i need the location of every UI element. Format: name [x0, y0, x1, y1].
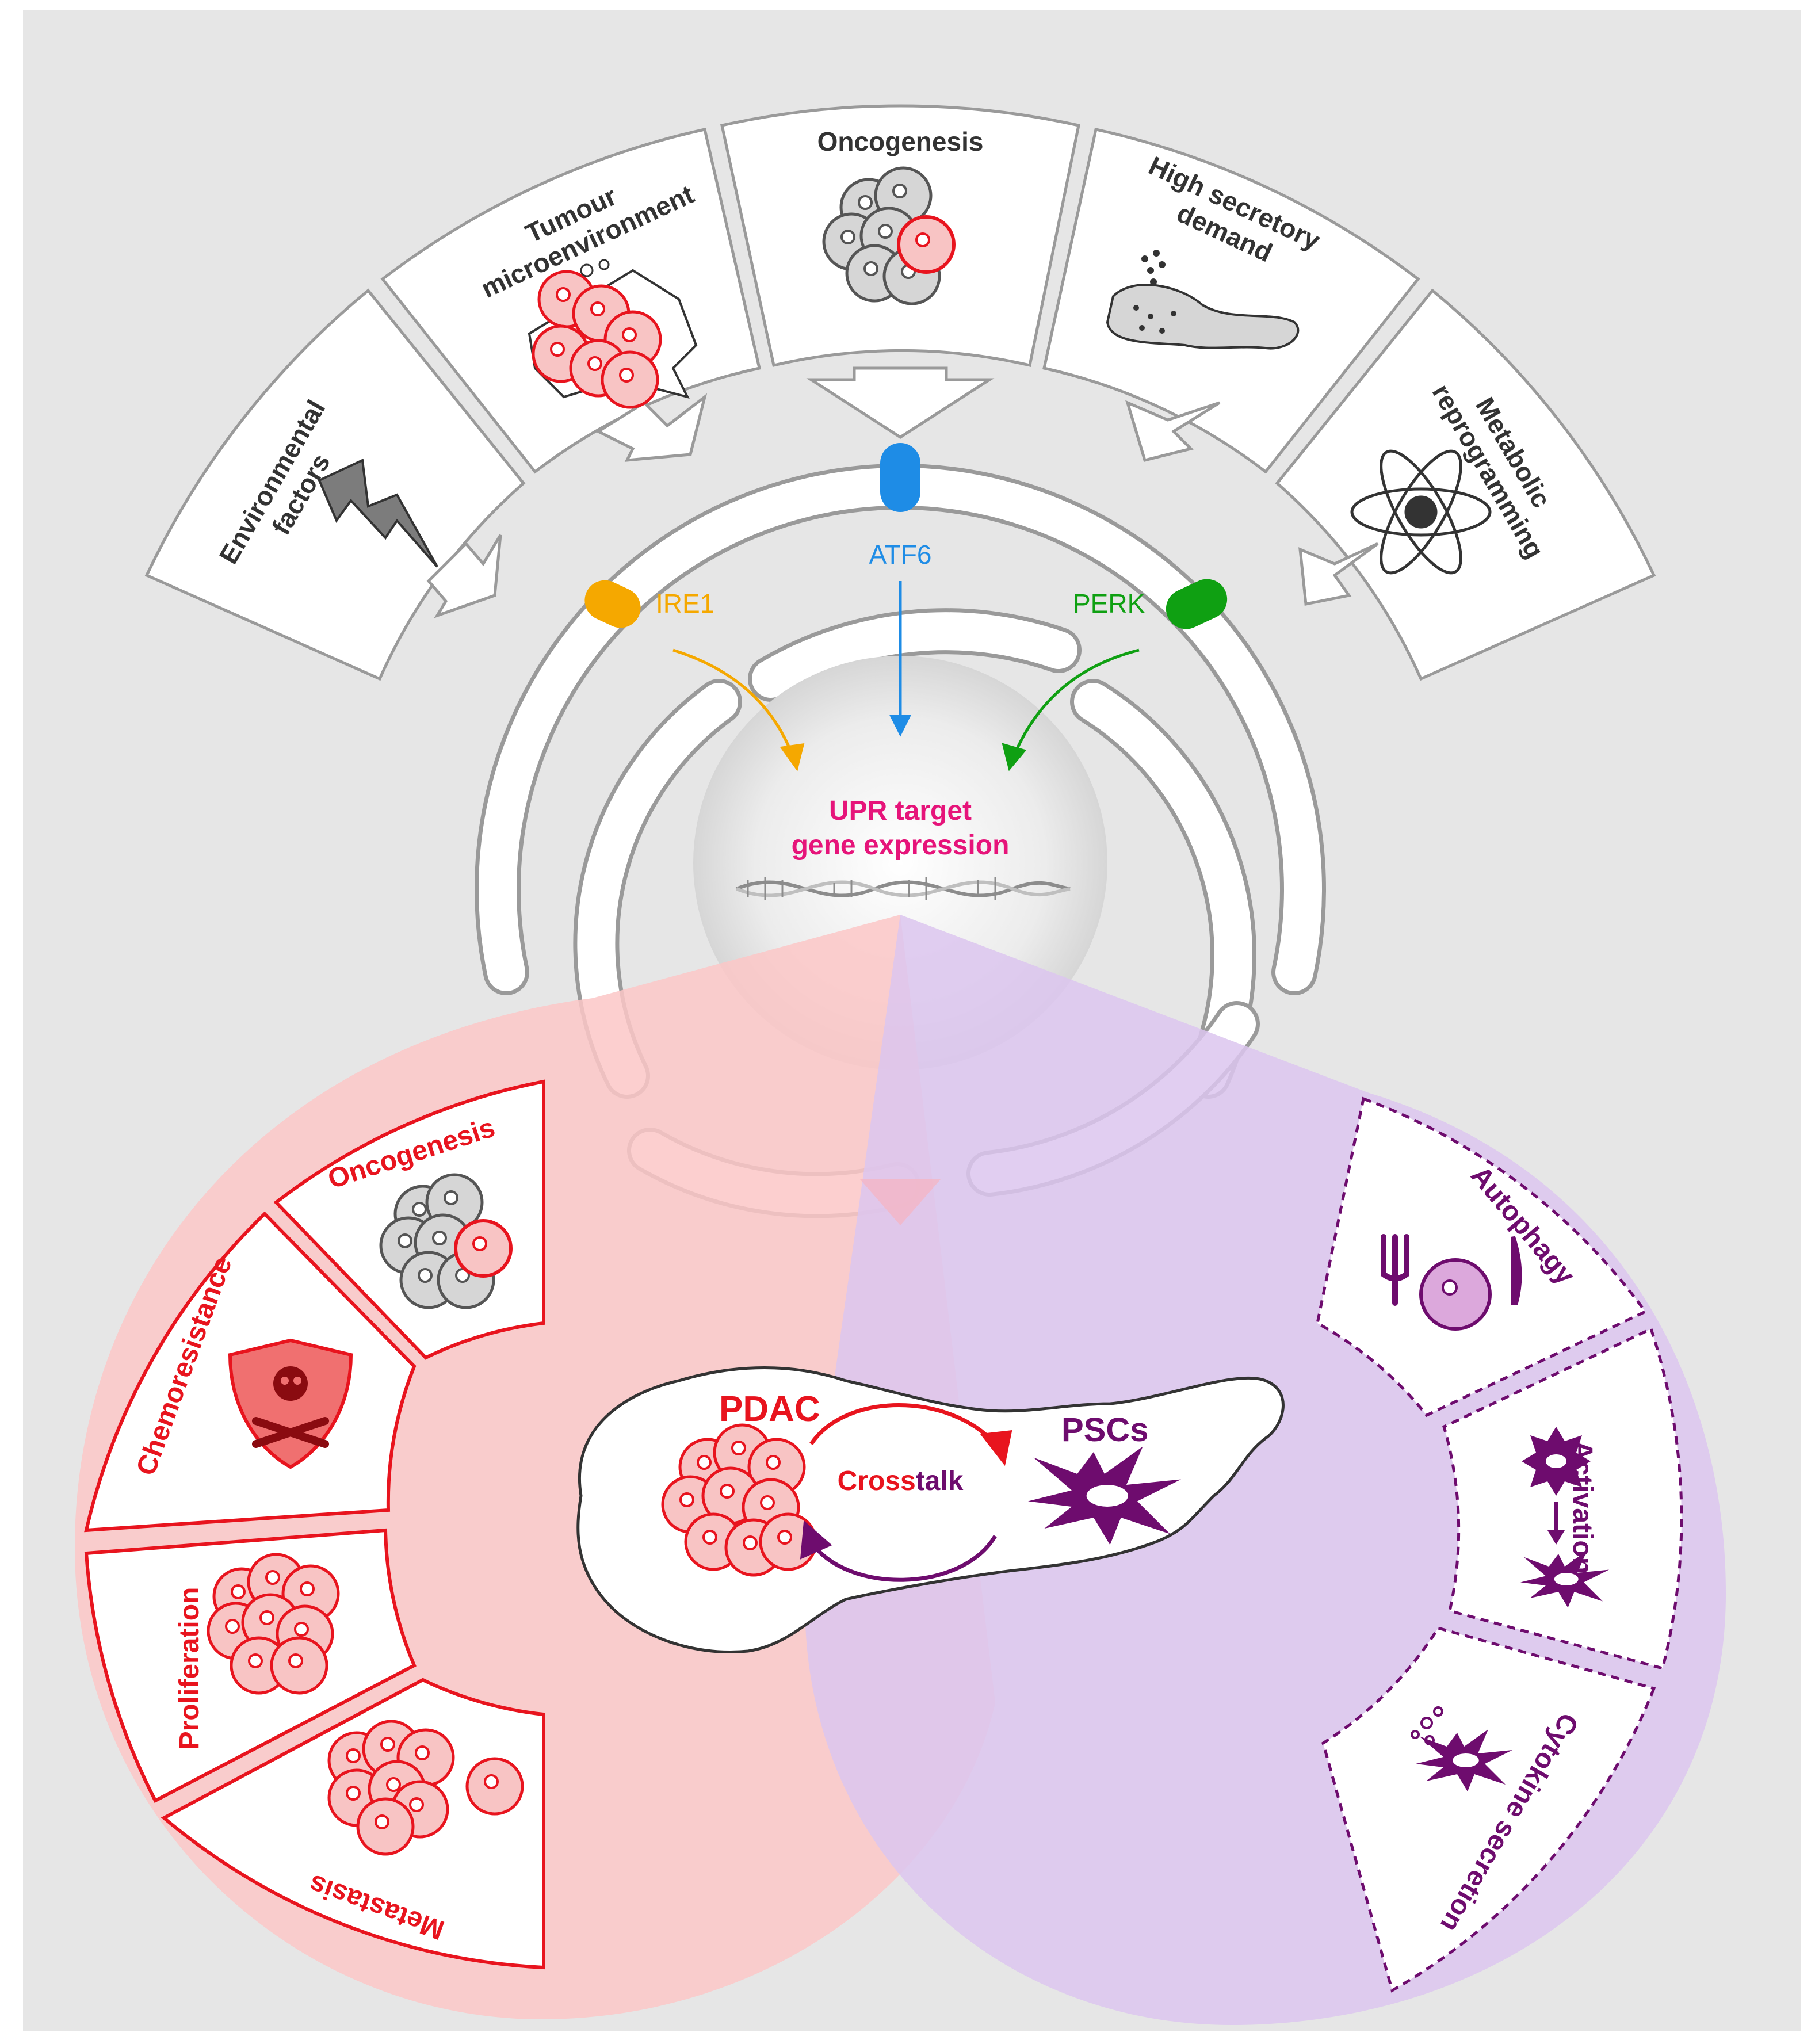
pancreas-outline-icon — [1106, 284, 1300, 350]
pdac-label: PDAC — [719, 1389, 820, 1429]
pancreas-secretory-icon — [1106, 250, 1300, 350]
arrow-environmental — [426, 534, 502, 618]
atom-icon — [1350, 449, 1492, 575]
crosstalk-arrow-red — [809, 1403, 997, 1446]
arrow-metabolic — [1298, 542, 1379, 606]
ire1-label: IRE1 — [656, 589, 714, 618]
fork-plate-knife-icon — [1381, 1234, 1522, 1331]
skull-shield-icon — [228, 1338, 353, 1469]
label-proliferation: Proliferation — [174, 1587, 205, 1750]
psc-segments — [1316, 1096, 1683, 1993]
pathway-arrows — [672, 581, 1140, 771]
crosstalk-arrow-purple — [809, 1535, 997, 1582]
arrow-oncogenesis — [806, 366, 995, 439]
arrow-tumour — [595, 393, 708, 462]
atf6-label: ATF6 — [869, 540, 931, 570]
atf6-sensor — [880, 443, 920, 512]
lightning-icon — [318, 459, 438, 568]
label-oncogenesis-top: Oncogenesis — [817, 127, 984, 156]
core-down-arrow — [860, 1179, 941, 1225]
ire1-arrow — [672, 648, 796, 760]
segment-activation — [1442, 1327, 1683, 1671]
crosstalk-label: Crosstalk — [838, 1466, 964, 1496]
upr-title-line1: UPR target — [829, 796, 972, 826]
stressor-arrows — [426, 366, 1379, 618]
upr-title-line2: gene expression — [792, 830, 1010, 861]
crosstalk-arrows — [800, 1403, 1012, 1582]
perk-sensor — [1166, 579, 1228, 629]
ire1-sensor — [584, 580, 641, 628]
perk-label: PERK — [1073, 589, 1145, 618]
dna-helix-icon — [735, 877, 1071, 900]
cytokine-psc-icon — [1411, 1706, 1512, 1791]
segment-secretory — [1042, 128, 1420, 474]
perk-arrow — [1011, 648, 1140, 760]
segment-autophagy — [1316, 1096, 1648, 1418]
pscs-label: PSCs — [1061, 1411, 1149, 1449]
activation-icon — [1520, 1427, 1609, 1608]
segment-cytokine — [1321, 1626, 1656, 1993]
crosstalk-label-cross: Cross — [838, 1466, 916, 1496]
crosstalk-label-talk: talk — [916, 1466, 964, 1496]
segment-metabolic — [1275, 288, 1656, 681]
arrow-secretory — [1125, 400, 1221, 463]
tumour-cluster-icon — [528, 259, 698, 407]
